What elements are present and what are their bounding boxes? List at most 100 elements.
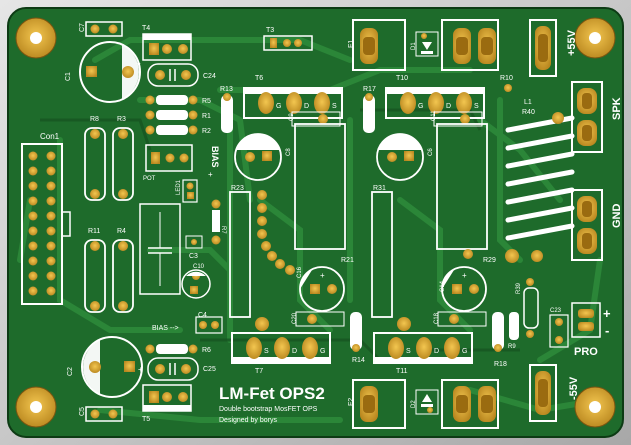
resistor-r10 <box>504 84 512 92</box>
capacitor-c14: + <box>441 266 487 312</box>
label-led1: LED1 <box>176 179 182 195</box>
connector-pad-icon <box>28 256 38 266</box>
label-t10: T10 <box>396 75 408 82</box>
mosfet-pad-icon <box>302 337 318 359</box>
terminal-minus55 <box>529 364 557 422</box>
capacitor-c6: + <box>376 133 424 181</box>
pin-label: G <box>276 103 281 110</box>
pin-label: S <box>406 348 411 355</box>
pad-icon <box>257 203 267 213</box>
label-r40: R40 <box>522 109 535 116</box>
pin-label: D <box>304 103 309 110</box>
resistor-r9 <box>509 312 519 340</box>
svg-text:+: + <box>320 271 325 280</box>
resistor-horizontal <box>145 95 198 105</box>
capacitor-c1: + <box>79 41 141 103</box>
svg-text:+: + <box>270 141 275 150</box>
mosfet-pad-icon <box>314 92 330 114</box>
connector-pad-icon <box>46 166 56 176</box>
potentiometer <box>145 144 193 172</box>
terminal-spk <box>571 81 603 153</box>
pad-icon <box>275 259 285 269</box>
con1-header <box>21 143 71 305</box>
label-gnd: GND <box>611 204 623 229</box>
resistor-horizontal <box>145 344 198 354</box>
label-c4: C4 <box>198 312 207 319</box>
resistor-vertical <box>84 239 106 313</box>
bias-jumper <box>195 316 223 334</box>
capacitor-c25 <box>147 357 199 381</box>
pad-icon <box>257 216 267 226</box>
connector-pad-icon <box>46 226 56 236</box>
label-c9: C9 <box>289 113 295 121</box>
label-r5: R5 <box>202 98 211 105</box>
connector-pad-icon <box>46 181 56 191</box>
resistor-r18 <box>492 312 504 352</box>
board-credit: Designed by borys <box>219 417 277 424</box>
resistor-vertical <box>112 127 134 201</box>
connector-pad-icon <box>28 196 38 206</box>
label-c1: C1 <box>65 72 72 81</box>
pin-label: D <box>434 348 439 355</box>
capacitor-c8: + <box>234 133 282 181</box>
pin-label: S <box>332 103 337 110</box>
mosfet-pad-icon <box>246 337 262 359</box>
mounting-hole-icon <box>15 386 57 428</box>
pin-label: G <box>418 103 423 110</box>
mosfet-pad-icon <box>258 92 274 114</box>
capacitor-c2: + <box>81 336 143 398</box>
pin-label: D <box>446 103 451 110</box>
connector-pad-icon <box>28 286 38 296</box>
resistor-horizontal <box>145 125 198 135</box>
label-c20: C20 <box>292 312 298 324</box>
label-l1: L1 <box>524 99 532 106</box>
label-r1: R1 <box>202 113 211 120</box>
label-c2: C2 <box>67 367 74 376</box>
label-pro: PRO <box>574 346 598 358</box>
capacitor-c18 <box>437 311 487 327</box>
label-r23: R23 <box>231 185 244 192</box>
connector-pad-icon <box>28 181 38 191</box>
mounting-hole-icon <box>574 17 616 59</box>
label-c18: C18 <box>434 312 440 324</box>
mosfet-pad-icon <box>456 92 472 114</box>
pad-icon <box>463 249 473 259</box>
connector-pad-icon <box>46 196 56 206</box>
pad-icon <box>285 265 295 275</box>
pad-icon <box>257 229 267 239</box>
resistor-r13 <box>221 93 233 133</box>
resistor-body-r31 <box>371 191 393 318</box>
resistor-body-r29 <box>436 123 488 250</box>
label-minus55: -55V <box>568 376 580 400</box>
label-r13: R13 <box>220 86 233 93</box>
label-c24: C24 <box>203 73 216 80</box>
label-r2: R2 <box>202 128 211 135</box>
terminal-pro <box>571 302 601 338</box>
label-c25: C25 <box>203 366 216 373</box>
resistor-r17 <box>363 93 375 133</box>
label-c3: C3 <box>189 253 198 260</box>
board-subtitle: Double bootstrap MosFET OPS <box>219 406 318 413</box>
pad-icon <box>255 317 269 331</box>
label-r31: R31 <box>373 185 386 192</box>
connector-pad-icon <box>28 241 38 251</box>
svg-text:+: + <box>462 271 467 280</box>
pin-label: D <box>292 348 297 355</box>
label-r3: R3 <box>117 116 126 123</box>
label-con1: Con1 <box>40 132 60 141</box>
capacitor-c11 <box>433 111 483 127</box>
mosfet-pad-icon <box>274 337 290 359</box>
mosfet-pad-icon <box>444 337 460 359</box>
mounting-holes <box>15 17 616 428</box>
label-f1: F1 <box>348 40 355 48</box>
led1 <box>182 179 198 203</box>
label-pro-minus: - <box>605 323 609 338</box>
connector-pad-icon <box>46 241 56 251</box>
resistor-body-r23 <box>229 191 251 318</box>
label-t4: T4 <box>142 25 150 32</box>
capacitor-c3-film <box>139 203 181 295</box>
label-c8: C8 <box>286 148 292 156</box>
